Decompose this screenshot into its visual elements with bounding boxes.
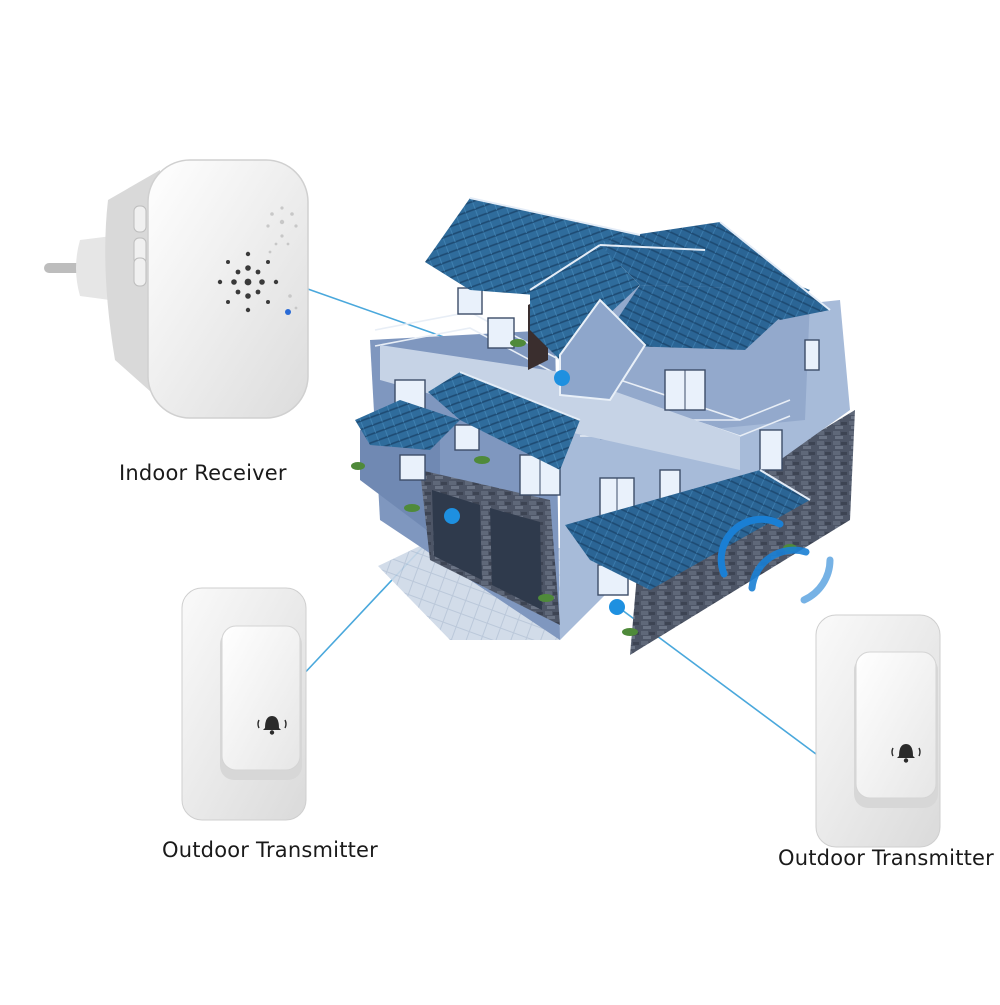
outdoor-transmitter-right <box>815 614 941 848</box>
receiver-front-face <box>147 159 309 419</box>
outdoor-transmitter-left-label: Outdoor Transmitter <box>162 838 379 862</box>
left-transmitter-location-dot <box>444 508 460 524</box>
wireless-signal-icon <box>717 515 834 604</box>
transmitter-right-button[interactable] <box>855 651 937 799</box>
bell-icon <box>891 744 921 763</box>
plug-pin <box>44 263 84 273</box>
house-illustration <box>351 197 855 655</box>
outdoor-transmitter-left <box>181 587 307 821</box>
indoor-receiver-device <box>44 159 309 419</box>
outdoor-transmitter-right-label: Outdoor Transmitter <box>778 846 995 870</box>
receiver-led-indicator <box>285 309 291 315</box>
receiver-location-dot <box>554 370 570 386</box>
indoor-receiver-label: Indoor Receiver <box>119 461 287 485</box>
right-transmitter-location-dot <box>609 599 625 615</box>
device-location-dots <box>444 370 625 615</box>
transmitter-left-button[interactable] <box>221 625 301 771</box>
speaker-grille-icon <box>217 251 279 313</box>
receiver-button-1[interactable] <box>133 205 147 233</box>
receiver-side-buttons <box>133 205 147 287</box>
receiver-button-3[interactable] <box>133 257 147 287</box>
bell-icon <box>257 716 287 735</box>
